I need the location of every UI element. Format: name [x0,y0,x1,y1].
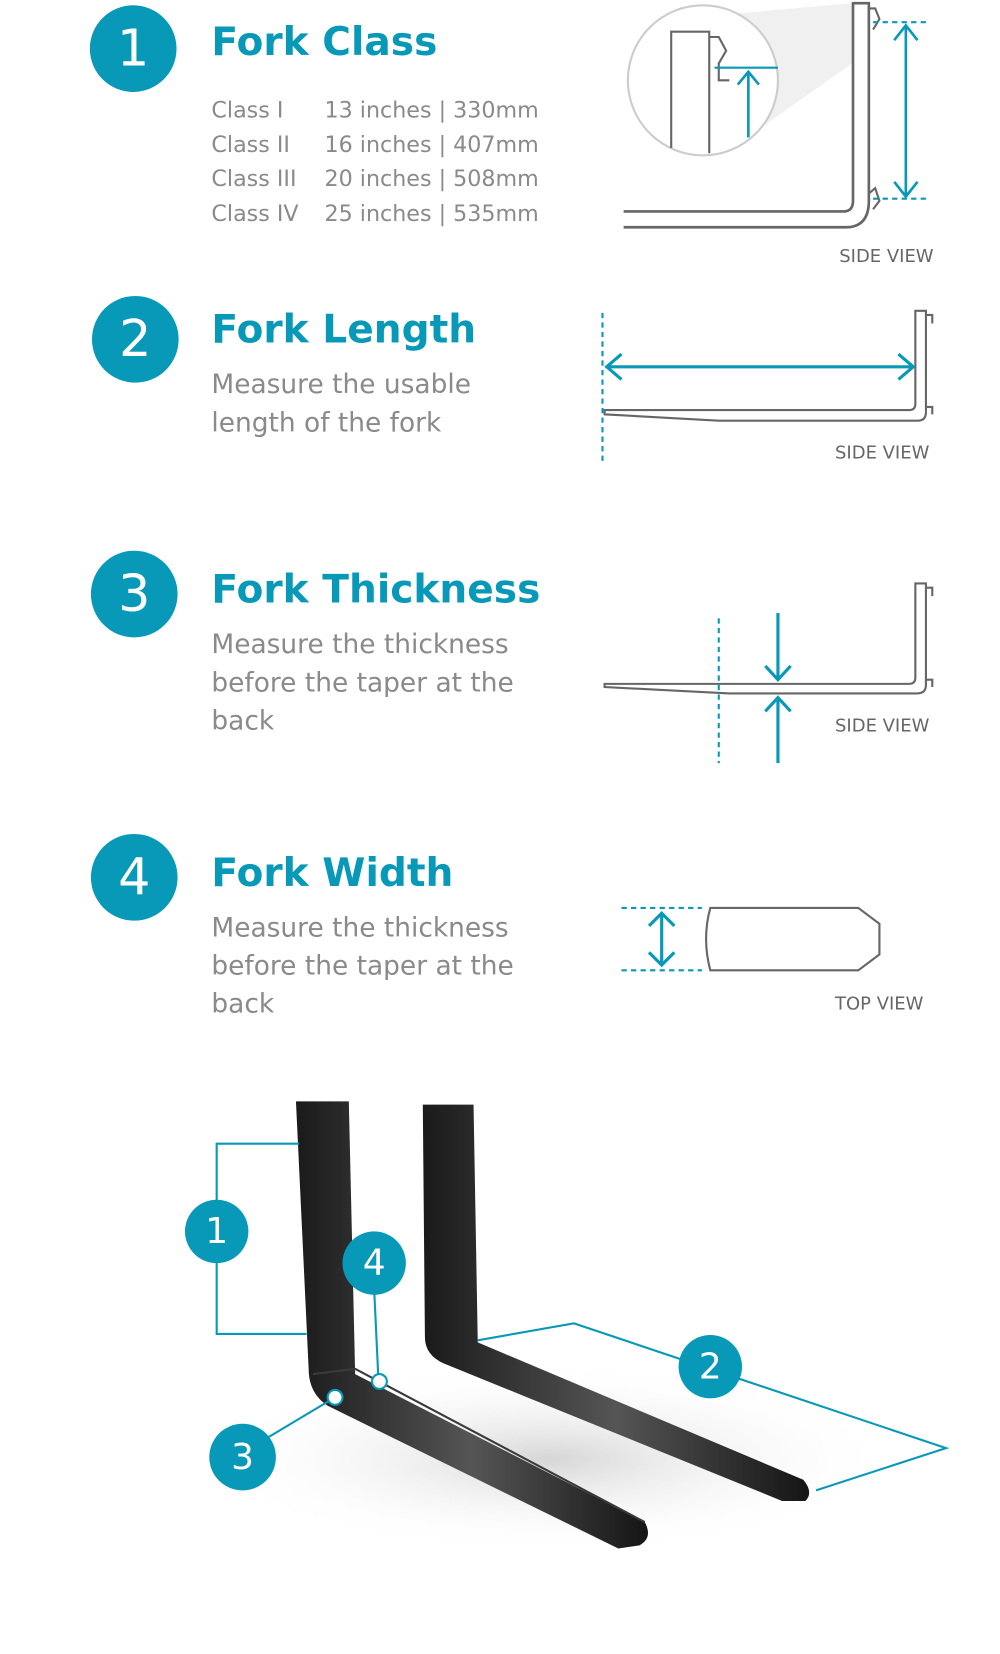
thickness-point-marker [326,1388,344,1406]
class-name: Class IV [211,200,299,227]
width-point-marker [371,1373,388,1390]
callout-4: 4 [342,1231,406,1295]
section-3-description: Measure the thickness before the taper a… [211,628,514,736]
section-1-title: Fork Class [211,19,438,65]
badge-number: 1 [117,19,150,79]
section-2-description: Measure the usable length of the fork [211,368,471,438]
class-name: Class III [211,165,297,192]
section-2-title: Fork Length [211,306,477,352]
class-name: Class II [211,132,290,158]
left-fork [295,1101,648,1549]
class-size: 16 inches | 407mm [324,132,539,158]
badge-number: 3 [118,564,151,624]
callout-1: 1 [184,1199,249,1264]
view-label: SIDE VIEW [835,715,930,737]
section-4-badge: 4 [90,833,178,921]
section-4-description: Measure the thickness before the taper a… [211,912,514,1019]
callout-3: 3 [209,1423,276,1491]
class-size: 20 inches | 508mm [324,165,539,192]
view-label: SIDE VIEW [835,442,930,465]
class-size: 25 inches | 535mm [324,200,539,227]
badge-number: 2 [119,309,152,369]
section-3-badge: 3 [90,550,178,638]
section-4-title: Fork Width [211,849,454,896]
section-1-badge: 1 [89,5,177,92]
section-2-badge: 2 [91,295,179,383]
badge-number: 4 [118,847,151,907]
right-fork [422,1104,810,1501]
view-label: SIDE VIEW [839,246,934,268]
section-3-title: Fork Thickness [211,566,541,613]
class-size: 13 inches | 330mm [324,97,539,123]
callout-2: 2 [678,1334,743,1399]
class-name: Class I [211,97,284,123]
view-label: TOP VIEW [835,993,924,1015]
